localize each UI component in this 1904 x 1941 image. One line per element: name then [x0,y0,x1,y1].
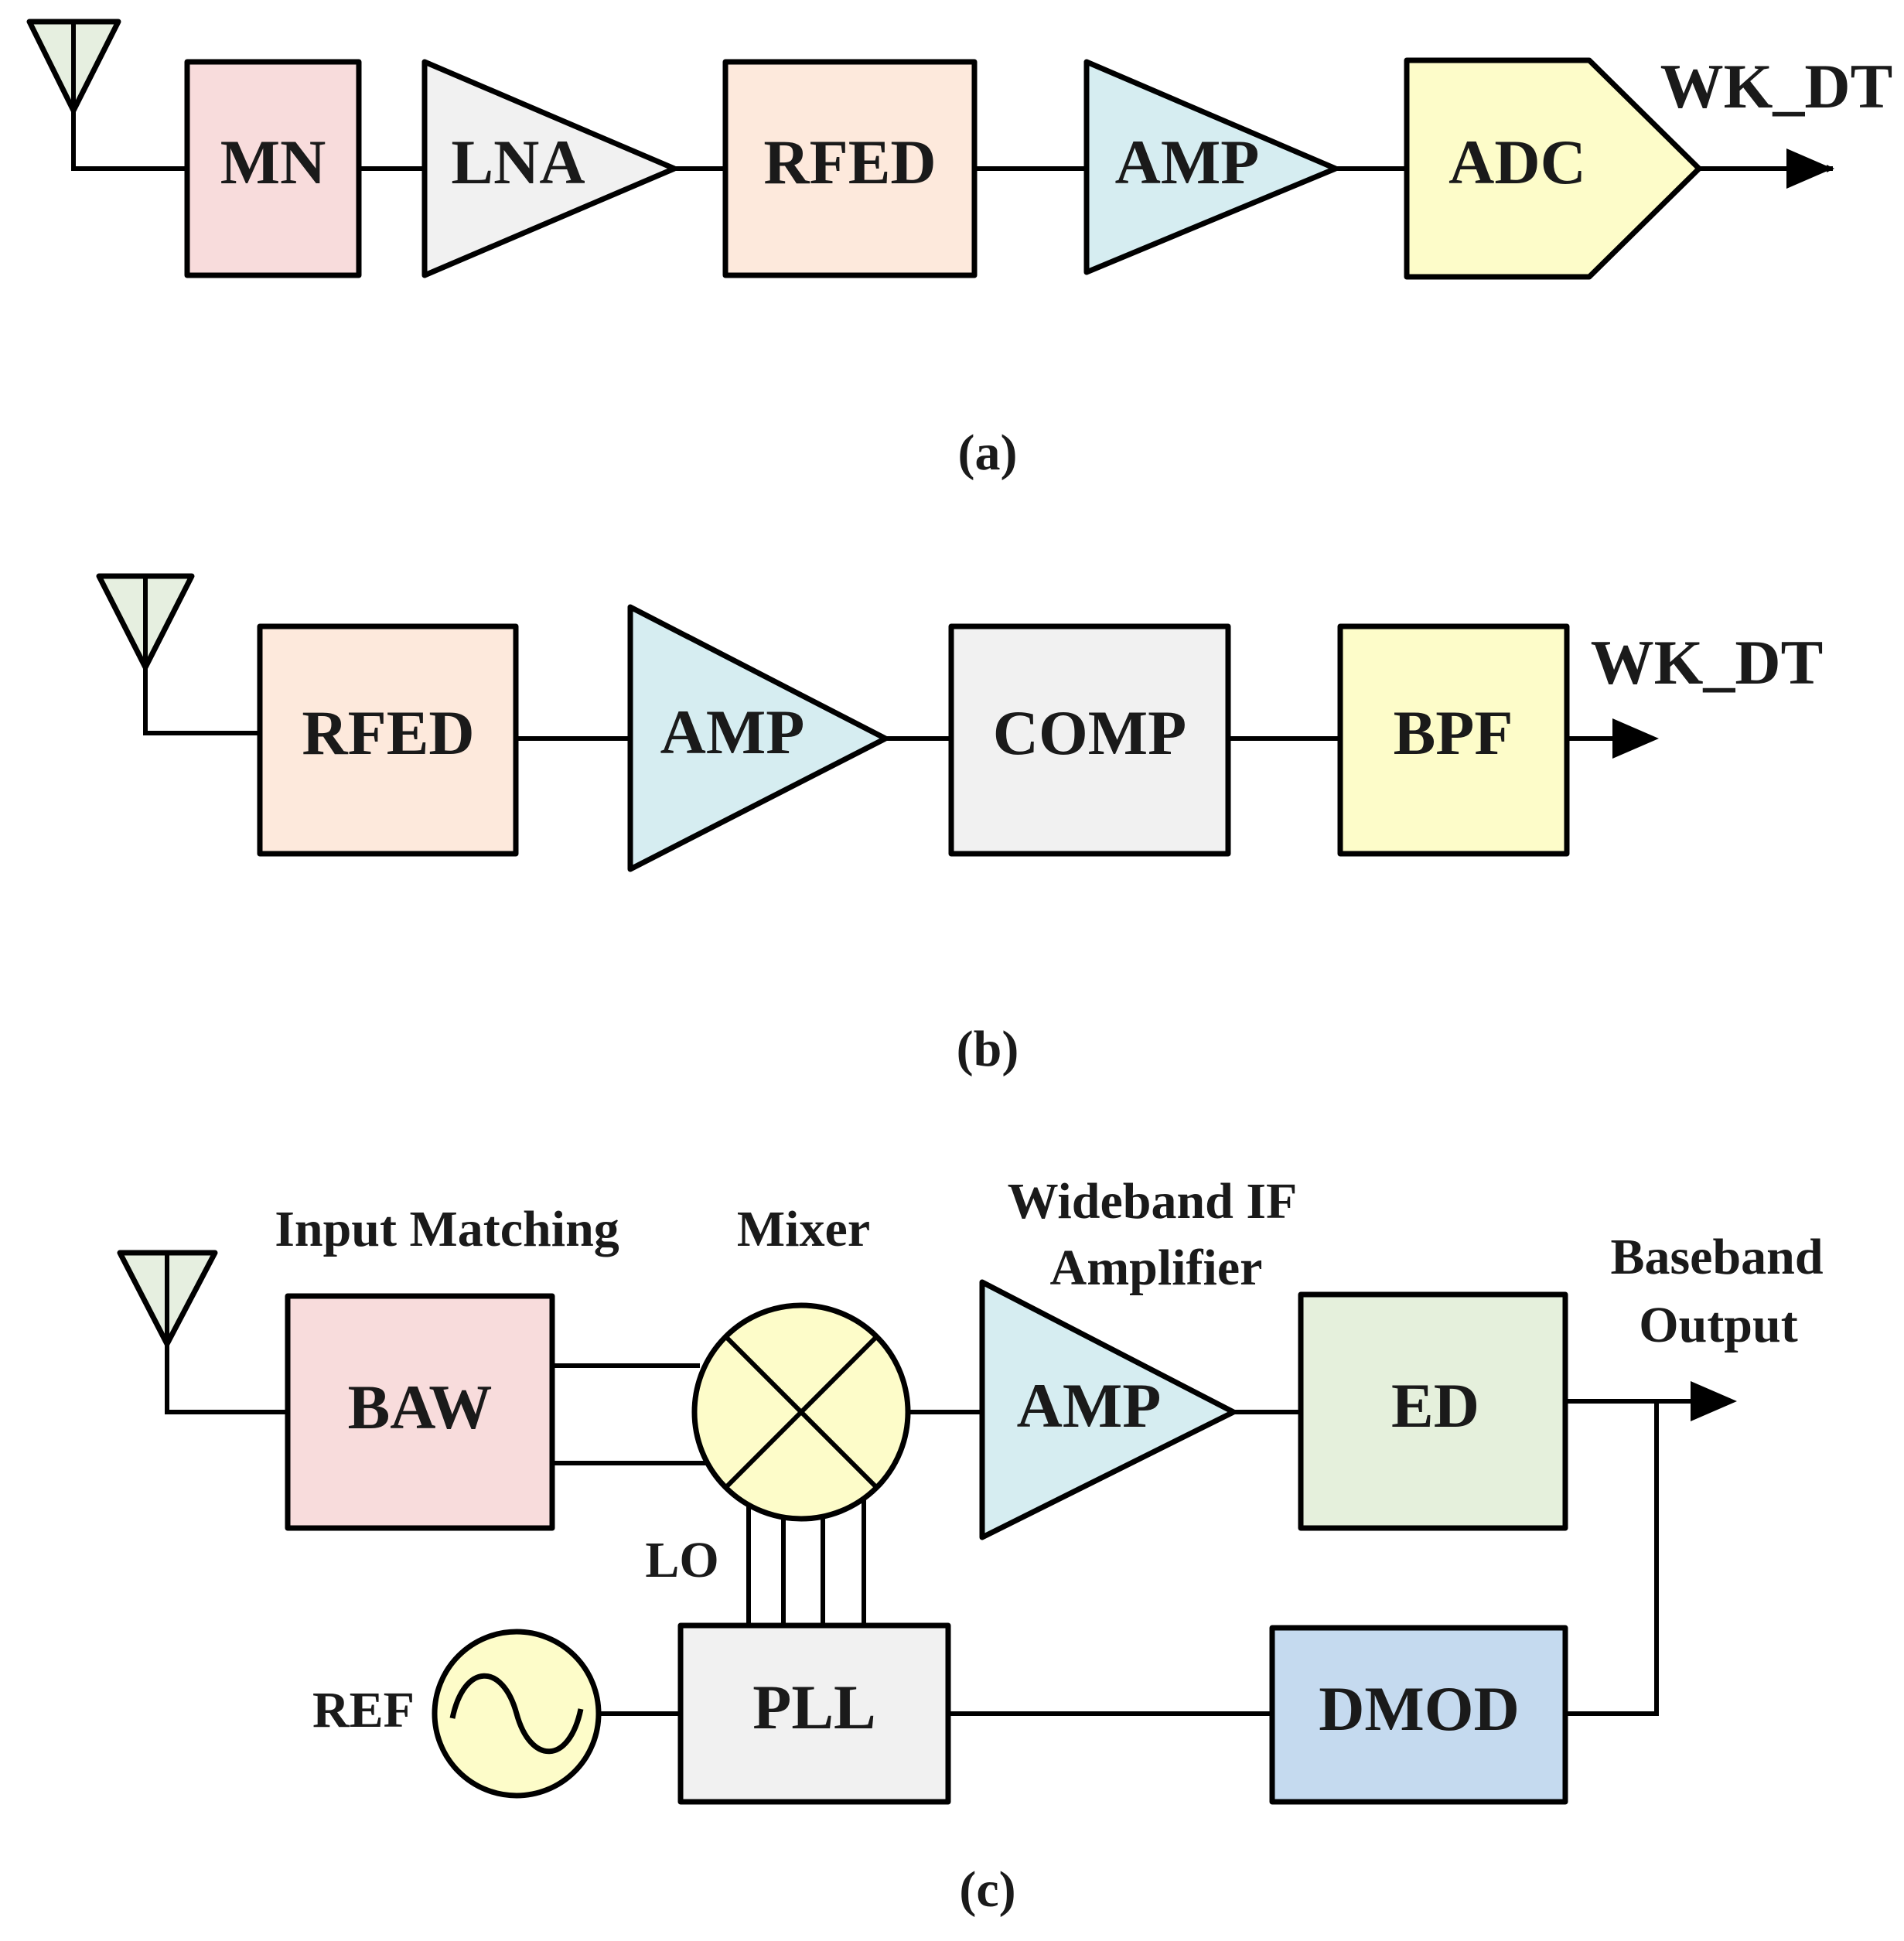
pll-label: PLL [752,1672,875,1742]
baseband-label-line2: Output [1639,1297,1797,1353]
ref-oscillator-icon [432,1629,602,1799]
bpf-label: BPF [1394,698,1513,768]
adc-block [1404,57,1702,280]
input-matching-label: Input Matching [275,1201,619,1257]
lna-amplifier [421,59,677,278]
output-arrow [1691,1381,1737,1421]
baseband-label-line1: Baseband [1610,1229,1823,1285]
amp-amplifier [1083,59,1339,275]
panel-a: MN LNA RFED AMP ADC WK_DT (a) [26,19,1893,481]
caption-b: (b) [957,1021,1019,1077]
rfed-block [257,623,519,857]
amp-amplifier [627,604,889,872]
output-label: WK_DT [1660,51,1893,121]
rfed-block [722,59,978,278]
amp-label: AMP [660,697,805,767]
if-amp-label-line1: Wideband IF [1008,1173,1298,1230]
lna-label: LNA [451,127,585,197]
amp-label: AMP [1017,1370,1162,1441]
comp-block [948,623,1231,857]
mn-label: MN [220,127,326,197]
output-arrow [1612,718,1659,759]
pll-block [677,1622,951,1805]
caption-a: (a) [958,425,1018,481]
adc-label: ADC [1448,127,1586,197]
rfed-label: RFED [302,698,474,768]
amp-label: AMP [1115,127,1260,197]
mixer-icon [691,1302,911,1522]
lo-label: LO [645,1532,718,1588]
comp-label: COMP [993,698,1186,768]
mn-block [184,59,362,278]
rfed-label: RFED [763,127,936,197]
panel-c: Input Matching Mixer Wideband IF Amplifi… [117,1173,1824,1918]
ed-label: ED [1391,1370,1479,1441]
dmod-label: DMOD [1319,1673,1520,1744]
mixer-label: Mixer [737,1201,870,1257]
ref-label: REF [312,1682,415,1738]
panel-b: RFED AMP COMP BPF WK_DT (b) [96,573,1824,1077]
dmod-block [1269,1625,1568,1805]
wire [71,111,187,171]
if-amp-label-line2: Amplifier [1050,1240,1263,1296]
output-label: WK_DT [1591,627,1824,698]
baw-label: BAW [348,1372,493,1442]
baw-block [285,1293,555,1531]
bpf-block [1337,623,1570,857]
ed-block [1298,1291,1568,1531]
caption-c: (c) [959,1861,1015,1918]
if-amplifier [979,1279,1237,1540]
